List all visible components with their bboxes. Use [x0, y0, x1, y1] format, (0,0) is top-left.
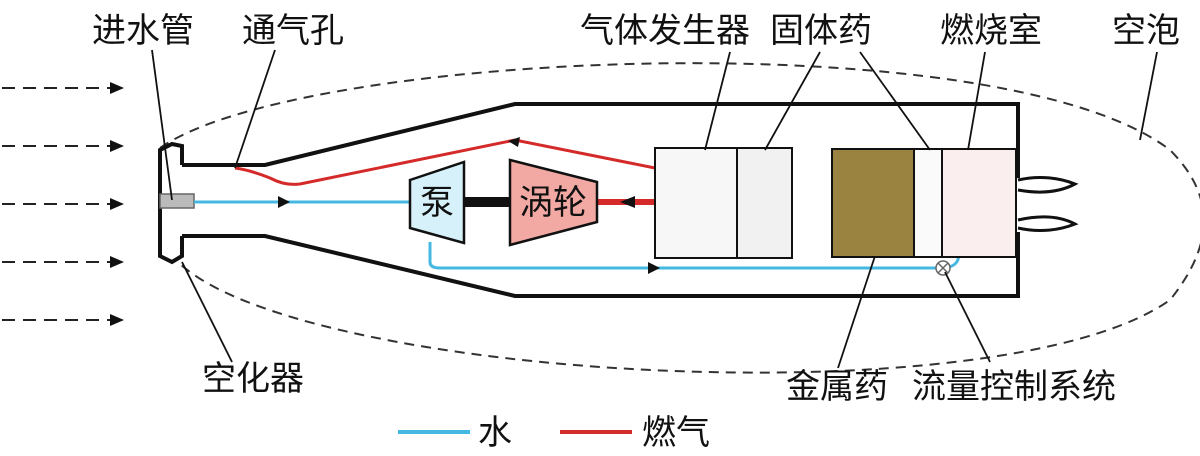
gas-flow-arrow — [620, 196, 635, 208]
metal-propellant-block — [831, 148, 915, 258]
incoming-flow-arrowhead — [110, 314, 124, 326]
inlet-pipe — [159, 193, 195, 209]
incoming-flow-arrowhead — [110, 256, 124, 268]
label-gas-generator: 气体发生器 — [580, 11, 750, 51]
turbine — [508, 158, 599, 247]
nozzle-lower — [1017, 215, 1079, 233]
legend: 水 燃气 — [398, 413, 710, 453]
incoming-flow-arrowhead — [110, 198, 124, 210]
label-flow-control-system: 流量控制系统 — [912, 367, 1116, 407]
solid-propellant-block — [736, 147, 793, 259]
pump-turbine-shaft — [464, 197, 512, 207]
combustion-chamber-separator — [913, 148, 943, 258]
incoming-flow-arrows — [2, 82, 124, 326]
leader-gas-generator — [704, 51, 731, 151]
label-vent-hole: 通气孔 — [242, 11, 344, 51]
leader-inlet-pipe — [151, 49, 173, 201]
turbine-label: 涡轮 — [519, 183, 587, 223]
legend-gas-label: 燃气 — [642, 413, 710, 453]
leader-solid-propellant-2 — [859, 51, 931, 151]
label-solid-propellant: 固体药 — [770, 11, 872, 51]
water-flow-arrow — [278, 196, 290, 208]
leader-cavity-bubble — [1139, 51, 1158, 141]
leader-combustion-chamber — [967, 51, 986, 151]
label-metal-propellant: 金属药 — [786, 367, 888, 407]
water-line-return — [428, 242, 961, 270]
cavity-bubble-outline — [158, 62, 1200, 374]
label-combustion-chamber: 燃烧室 — [940, 11, 1042, 51]
incoming-flow-arrowhead — [110, 140, 124, 152]
pump — [408, 160, 466, 245]
leader-cavitator — [181, 261, 233, 363]
label-cavitator: 空化器 — [202, 359, 304, 399]
leader-vent-hole — [234, 49, 276, 169]
nozzle-upper — [1017, 175, 1079, 194]
incoming-flow-arrowhead — [110, 82, 124, 94]
leader-metal-propellant — [837, 255, 876, 369]
pump-label: 泵 — [420, 183, 454, 223]
label-cavity-bubble: 空泡 — [1112, 11, 1180, 51]
leader-lines — [151, 49, 1158, 369]
gas-generator-block — [654, 147, 738, 259]
vehicle-body-outline — [182, 102, 1020, 298]
combustion-chamber-block — [941, 148, 1017, 258]
label-inlet-pipe: 进水管 — [92, 11, 194, 51]
gas-flow-arrow — [508, 137, 520, 147]
flow-control-valve-cross — [937, 262, 949, 274]
gas-line — [234, 138, 656, 186]
legend-water-label: 水 — [478, 413, 512, 453]
water-flow-arrow — [648, 262, 660, 274]
leader-solid-propellant — [764, 51, 821, 151]
leader-flow-control-system — [944, 271, 991, 363]
